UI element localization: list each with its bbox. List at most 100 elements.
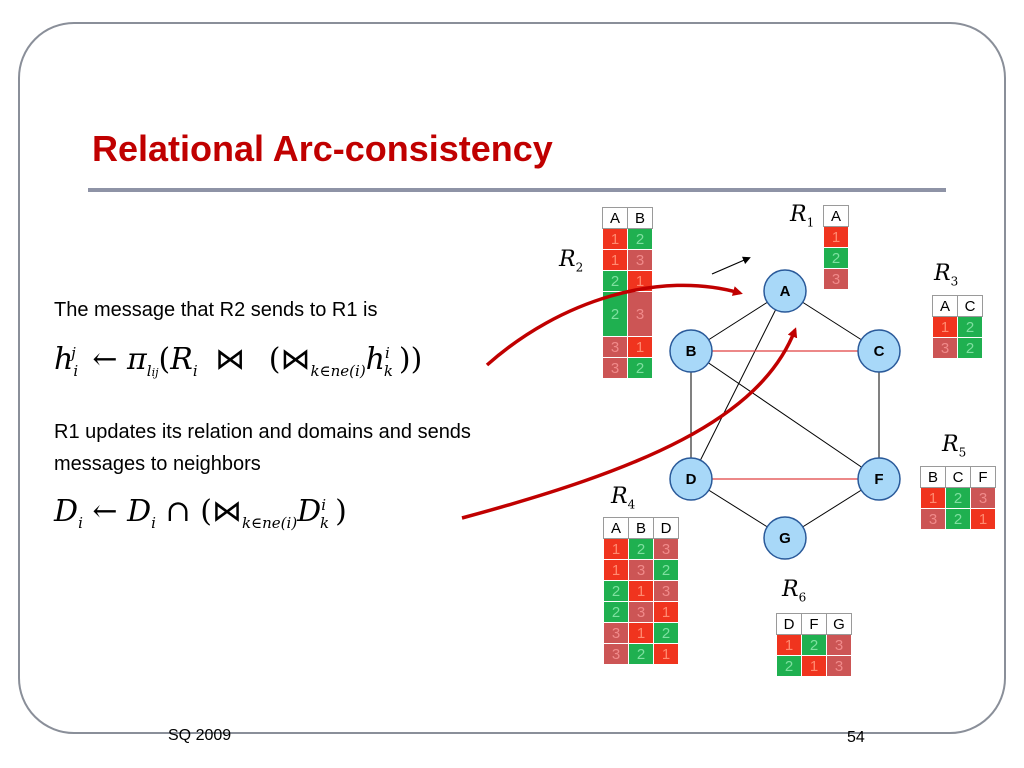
table-row: 1 [823, 226, 849, 248]
formula-join-sub-2: k∈ne(i) [241, 514, 298, 532]
table-cell: 1 [932, 316, 958, 338]
formula-paren-close-2: ) [410, 342, 423, 377]
table-cell: 2 [602, 270, 628, 292]
node-C: C [857, 329, 901, 373]
table-cell: 2 [776, 655, 802, 677]
table-cell: 2 [628, 643, 654, 665]
formula-h: h [54, 342, 74, 377]
column-header: A [823, 205, 849, 227]
formula-Dk-sup: i [321, 496, 327, 514]
table-cell: 1 [602, 249, 628, 271]
svg-text:D: D [686, 471, 697, 488]
table-cell: 2 [603, 601, 629, 623]
table-cell: 3 [628, 601, 654, 623]
formula-arrow-2: ← [92, 494, 118, 529]
formula-Dk-sub: k [320, 514, 330, 532]
column-header: C [957, 295, 983, 317]
formula-paren-close: ) [398, 342, 411, 377]
formula-R: R [170, 342, 193, 377]
table-cell: 3 [653, 538, 679, 560]
column-header: A [932, 295, 958, 317]
column-header: A [602, 207, 628, 229]
label-R3: R3 [934, 261, 959, 289]
formula-join-3: ⋈ [211, 494, 242, 529]
table-cell: 1 [970, 508, 996, 530]
formula-paren: ( [158, 342, 171, 377]
edge-B-F [690, 350, 880, 480]
table-cell: 3 [602, 357, 628, 379]
title-underline [88, 188, 946, 192]
column-header: G [826, 613, 852, 635]
label-R2: R2 [559, 247, 584, 275]
slide-frame [18, 22, 1006, 734]
table-cell: 3 [920, 508, 946, 530]
edge-A-D [690, 290, 786, 480]
formula-Dk: D [297, 494, 322, 529]
small-arrow-to-A [711, 256, 751, 275]
formula-D-sub-2: i [151, 514, 156, 532]
table-cell: 2 [957, 337, 983, 359]
arrow-message-to-A [485, 283, 743, 367]
footer-page-number: 54 [847, 729, 865, 746]
formula-hk-sub: k [383, 362, 393, 380]
table-cell: 2 [653, 559, 679, 581]
table-cell: 3 [653, 580, 679, 602]
table-cell: 2 [627, 228, 653, 250]
node-F: F [857, 457, 901, 501]
column-header: B [628, 517, 654, 539]
table-cell: 1 [603, 538, 629, 560]
label-R6: R6 [782, 577, 807, 605]
table-cell: 2 [602, 291, 628, 337]
node-A: A [763, 269, 807, 313]
formula-arrow: ← [92, 342, 118, 377]
table-cell: 2 [627, 357, 653, 379]
table-cell: 1 [776, 634, 802, 656]
svg-text:G: G [779, 530, 791, 547]
arrow-update-to-A [461, 327, 798, 520]
formula-D-2: D [127, 494, 152, 529]
table-row: 3 [823, 268, 849, 290]
formula-pi: π [127, 342, 147, 377]
table-cell: 1 [801, 655, 827, 677]
formula-h-sub: i [73, 362, 79, 380]
formula-pi-sub: l [146, 362, 152, 380]
table-cell: 3 [627, 291, 653, 337]
table-cell: 1 [823, 226, 849, 248]
node-G: G [763, 516, 807, 560]
message-text: The message that R2 sends to R1 is [54, 299, 378, 321]
formula-R-sub: i [192, 362, 198, 380]
formula-hk: h [365, 342, 385, 377]
svg-text:B: B [686, 343, 697, 360]
formula-h-sup: j [71, 344, 76, 362]
table-cell: 1 [653, 643, 679, 665]
table-cell: 3 [603, 643, 629, 665]
message-formula: hij ← πlij(Ri ⋈ (⋈k∈ne(i)hik)) [54, 342, 422, 380]
svg-text:F: F [874, 471, 883, 488]
slide-title: Relational Arc-consistency [92, 128, 553, 169]
table-cell: 3 [826, 634, 852, 656]
domain-formula: Di ← Di ∩ (⋈k∈ne(i)Dik) [54, 494, 347, 532]
formula-join-2: ⋈ [280, 342, 311, 377]
column-header: F [970, 466, 996, 488]
svg-text:A: A [780, 283, 791, 300]
table-cell: 2 [628, 538, 654, 560]
column-header: F [801, 613, 827, 635]
formula-paren-2: ( [268, 342, 281, 377]
